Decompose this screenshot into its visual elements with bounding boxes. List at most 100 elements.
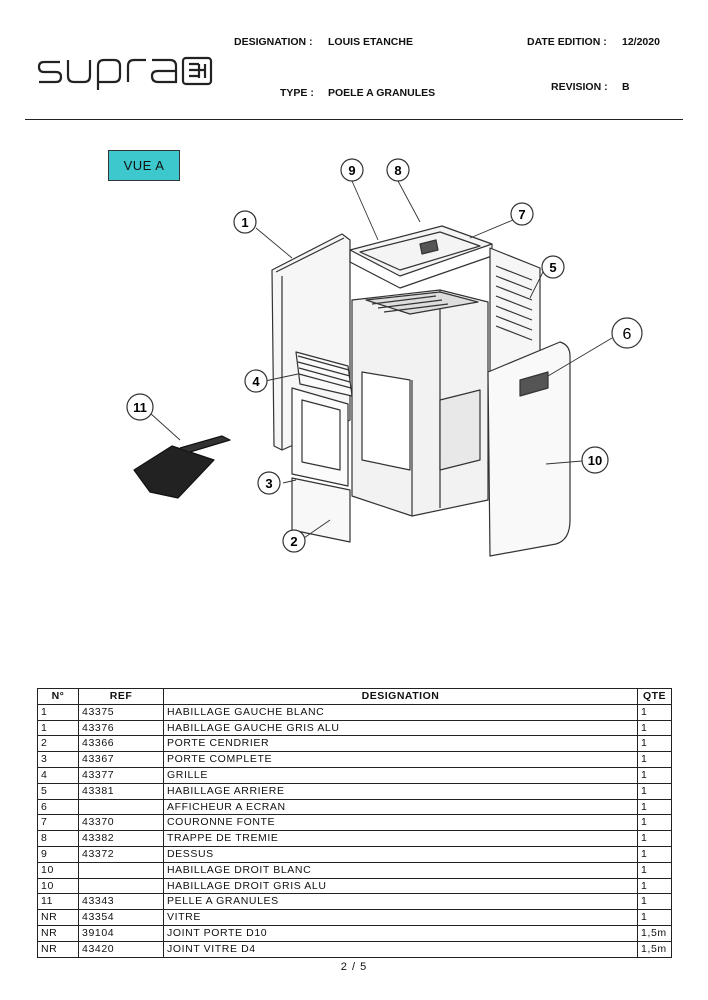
cell-quantity: 1,5m bbox=[637, 924, 672, 942]
cell-number: 3 bbox=[37, 751, 79, 768]
table-header-row: N° REF DESIGNATION QTE bbox=[37, 688, 672, 705]
cell-ref: 43370 bbox=[78, 814, 164, 832]
callout-6-text: 6 bbox=[623, 326, 632, 343]
callout-2-text: 2 bbox=[290, 534, 297, 549]
cell-designation: COURONNE FONTE bbox=[163, 814, 638, 832]
cell-quantity: 1 bbox=[637, 830, 672, 847]
header-divider bbox=[25, 119, 683, 120]
cell-quantity: 1 bbox=[637, 735, 672, 753]
cell-number: 10 bbox=[37, 861, 79, 879]
cell-number: 1 bbox=[37, 703, 79, 721]
cell-number: 10 bbox=[37, 877, 79, 895]
cell-ref: 43372 bbox=[78, 845, 164, 863]
cell-quantity: 1 bbox=[637, 751, 672, 768]
cell-quantity: 1 bbox=[637, 798, 672, 816]
header-designation: DESIGNATION bbox=[163, 688, 638, 705]
callout-7-text: 7 bbox=[518, 207, 525, 222]
cell-quantity: 1 bbox=[637, 719, 672, 737]
cell-designation: HABILLAGE DROIT BLANC bbox=[163, 861, 638, 879]
header-quantity: QTE bbox=[637, 688, 672, 705]
revision-value: B bbox=[622, 81, 630, 93]
cell-number: 1 bbox=[37, 719, 79, 737]
view-label: VUE A bbox=[108, 150, 180, 181]
cell-designation: HABILLAGE DROIT GRIS ALU bbox=[163, 877, 638, 895]
cell-designation: DESSUS bbox=[163, 845, 638, 863]
cell-ref: 43366 bbox=[78, 735, 164, 753]
callout-7: 7 bbox=[510, 202, 534, 226]
cell-ref: 43354 bbox=[78, 909, 164, 926]
right-panel-shape bbox=[487, 341, 571, 557]
cell-quantity: 1 bbox=[637, 893, 672, 911]
cell-number: 7 bbox=[37, 814, 79, 832]
callout-9: 9 bbox=[340, 158, 364, 182]
cell-quantity: 1 bbox=[637, 703, 672, 721]
cell-designation: TRAPPE DE TREMIE bbox=[163, 830, 638, 847]
callout-6: 6 bbox=[611, 317, 643, 349]
cell-ref: 43343 bbox=[78, 893, 164, 911]
revision-label: REVISION : bbox=[551, 81, 608, 93]
cell-ref bbox=[78, 861, 164, 879]
cell-designation: PORTE CENDRIER bbox=[163, 735, 638, 753]
cell-ref bbox=[78, 798, 164, 816]
callout-8-text: 8 bbox=[394, 163, 401, 178]
cell-ref bbox=[78, 877, 164, 895]
header-ref: REF bbox=[78, 688, 164, 705]
callout-4-text: 4 bbox=[252, 374, 260, 389]
cell-ref: 43377 bbox=[78, 766, 164, 784]
type-label: TYPE : bbox=[280, 87, 314, 99]
cell-number: 4 bbox=[37, 766, 79, 784]
cell-ref: 43382 bbox=[78, 830, 164, 847]
cell-designation: HABILLAGE ARRIERE bbox=[163, 782, 638, 800]
cell-number: 5 bbox=[37, 782, 79, 800]
cell-designation: JOINT PORTE D10 bbox=[163, 924, 638, 942]
callout-4: 4 bbox=[244, 369, 268, 393]
callout-11-text: 11 bbox=[133, 400, 147, 415]
designation-value: LOUIS ETANCHE bbox=[328, 36, 413, 48]
back-panel-shape bbox=[489, 247, 541, 391]
designation-label: DESIGNATION : bbox=[234, 36, 313, 48]
cell-quantity: 1 bbox=[637, 814, 672, 832]
date-edition-value: 12/2020 bbox=[622, 36, 660, 48]
cell-quantity: 1 bbox=[637, 845, 672, 863]
exploded-view-drawing: 1 2 3 4 5 6 7 8 9 10 11 bbox=[126, 158, 643, 557]
cell-number: 9 bbox=[37, 845, 79, 863]
callout-11: 11 bbox=[126, 393, 154, 421]
cell-ref: 39104 bbox=[78, 924, 164, 942]
cell-designation: HABILLAGE GAUCHE GRIS ALU bbox=[163, 719, 638, 737]
cell-quantity: 1 bbox=[637, 766, 672, 784]
cell-number: NR bbox=[37, 940, 79, 958]
callout-10-text: 10 bbox=[588, 453, 602, 468]
cell-number: 11 bbox=[37, 893, 79, 911]
cell-number: 6 bbox=[37, 798, 79, 816]
cell-ref: 43381 bbox=[78, 782, 164, 800]
callout-2: 2 bbox=[282, 529, 306, 553]
callout-1: 1 bbox=[233, 210, 257, 234]
callout-1-text: 1 bbox=[241, 215, 248, 230]
door-shape bbox=[291, 387, 349, 487]
cell-number: NR bbox=[37, 909, 79, 926]
cell-quantity: 1 bbox=[637, 861, 672, 879]
cell-ref: 43375 bbox=[78, 703, 164, 721]
callout-9-text: 9 bbox=[348, 163, 355, 178]
cell-ref: 43420 bbox=[78, 940, 164, 958]
cell-quantity: 1,5m bbox=[637, 940, 672, 958]
header-number: N° bbox=[37, 688, 79, 705]
stove-body-shape bbox=[351, 289, 489, 517]
cell-number: 2 bbox=[37, 735, 79, 753]
callout-3-text: 3 bbox=[265, 476, 272, 491]
cell-designation: JOINT VITRE D4 bbox=[163, 940, 638, 958]
cell-designation: HABILLAGE GAUCHE BLANC bbox=[163, 703, 638, 721]
cell-ref: 43376 bbox=[78, 719, 164, 737]
